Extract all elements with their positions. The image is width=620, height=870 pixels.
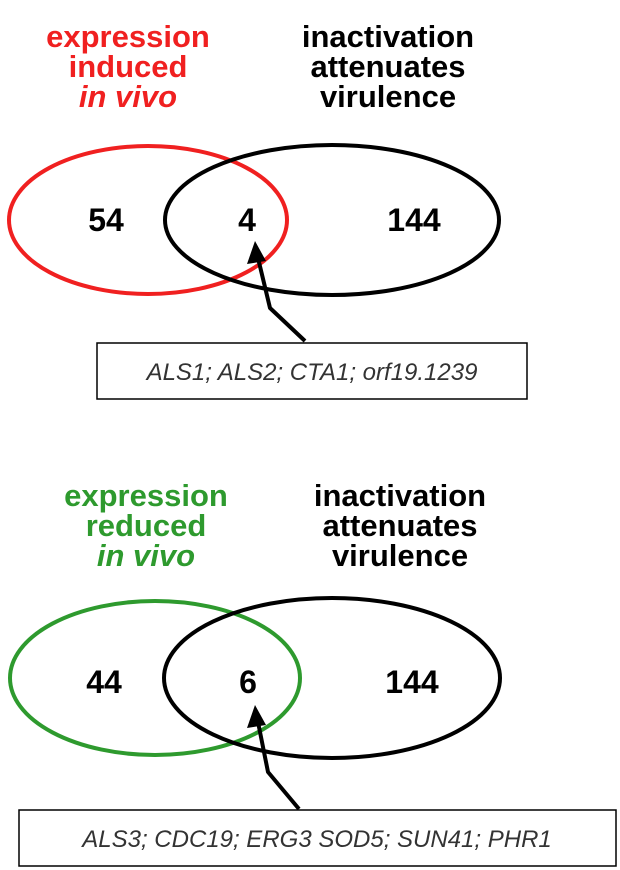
left-only-count: 44 [86, 664, 122, 700]
left-set-label: expression reduced in vivo [64, 478, 228, 573]
left-label-line1: expression [64, 478, 228, 513]
right-label-line3: virulence [320, 79, 456, 114]
left-set-ellipse [7, 144, 289, 296]
right-label-line2: attenuates [310, 49, 465, 84]
venn-panel-reduced: expression reduced in vivo inactivation … [8, 478, 617, 867]
right-label-line1: inactivation [302, 19, 474, 54]
right-label-line2: attenuates [322, 508, 477, 543]
left-label-line3: in vivo [97, 538, 195, 573]
overlap-count: 6 [239, 664, 257, 700]
left-label-line3: in vivo [79, 79, 177, 114]
right-label-line1: inactivation [314, 478, 486, 513]
left-label-line1: expression [46, 19, 210, 54]
left-label-line2: reduced [86, 508, 207, 543]
overlap-gene-list: ALS3; CDC19; ERG3 SOD5; SUN41; PHR1 [80, 826, 552, 853]
right-set-label: inactivation attenuates virulence [302, 19, 474, 114]
overlap-gene-list: ALS1; ALS2; CTA1; orf19.1239 [145, 359, 478, 386]
right-only-count: 144 [387, 202, 441, 238]
overlap-gene-box: ALS1; ALS2; CTA1; orf19.1239 [96, 342, 528, 400]
right-set-label: inactivation attenuates virulence [314, 478, 486, 573]
left-only-count: 54 [88, 202, 124, 238]
overlap-arrow [247, 705, 301, 811]
right-set-ellipse [162, 596, 502, 760]
overlap-count: 4 [238, 202, 256, 238]
right-label-line3: virulence [332, 538, 468, 573]
venn-panel-induced: expression induced in vivo inactivation … [7, 19, 528, 400]
overlap-arrow [247, 241, 307, 343]
left-set-ellipse [8, 599, 302, 757]
right-set-ellipse [163, 143, 501, 297]
right-only-count: 144 [385, 664, 439, 700]
left-set-label: expression induced in vivo [46, 19, 210, 114]
left-label-line2: induced [69, 49, 188, 84]
overlap-gene-box: ALS3; CDC19; ERG3 SOD5; SUN41; PHR1 [18, 809, 617, 867]
